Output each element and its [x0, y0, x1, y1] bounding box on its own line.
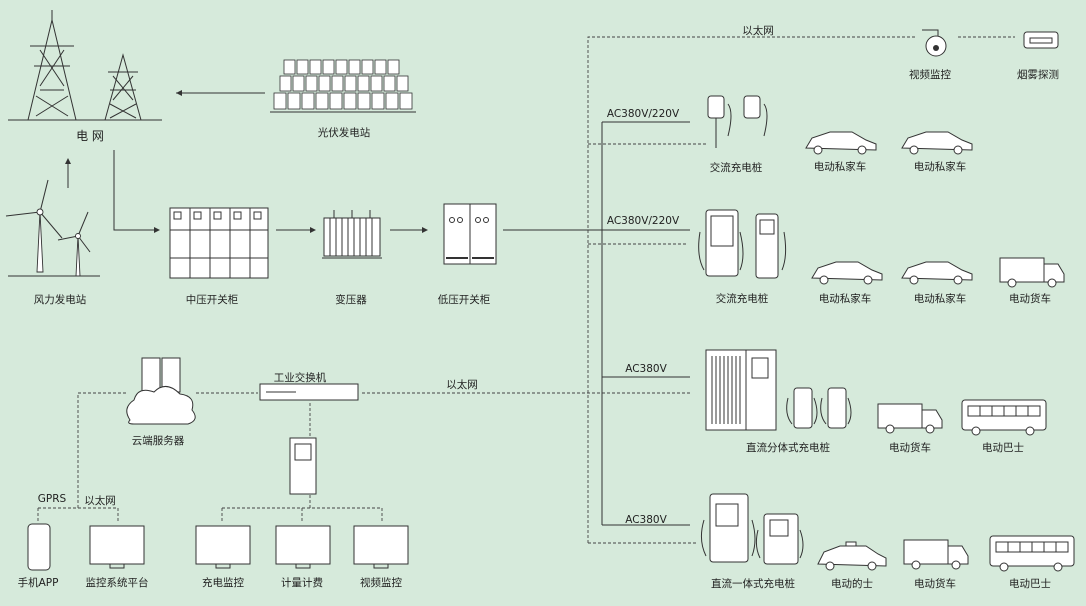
ev-truck-3-label: 电动货车 — [914, 578, 956, 590]
dc-split-pile-icon — [705, 349, 852, 431]
power-flow-lines — [65, 90, 690, 526]
charge-monitor-label: 充电监控 — [202, 577, 244, 589]
ev-truck-1-label: 电动货车 — [1009, 293, 1051, 305]
ev-bus-1-label: 电动巴士 — [982, 442, 1024, 454]
metering-billing-label: 计量计费 — [281, 577, 323, 589]
solar-panels-icon — [270, 59, 416, 113]
grid-label: 电 网 — [76, 129, 104, 143]
lv-switchgear-label: 低压开关柜 — [437, 294, 491, 306]
ac-voltage-1-label: AC380V/220V — [606, 108, 680, 120]
ac-pile-1-icon — [707, 95, 768, 148]
ev-bus-2-label: 电动巴士 — [1009, 578, 1051, 590]
pv-station-label: 光伏发电站 — [317, 127, 371, 139]
ev-car-3-label: 电动私家车 — [818, 293, 872, 305]
cloud-server-label: 云端服务器 — [131, 435, 185, 447]
ac-pile-1-label: 交流充电桩 — [709, 162, 763, 174]
ev-car-4-label: 电动私家车 — [913, 293, 967, 305]
phone-app-label: 手机APP — [17, 577, 59, 589]
mv-switchgear-label: 中压开关柜 — [185, 294, 239, 306]
video-monitor-screen-label: 视频监控 — [360, 577, 402, 589]
transformer-label: 变压器 — [335, 294, 367, 306]
camera-icon — [922, 29, 947, 57]
gprs-label: GPRS — [37, 493, 67, 505]
ac-pile-2-label: 交流充电桩 — [715, 293, 769, 305]
ac-voltage-4-label: AC380V — [625, 514, 667, 526]
ac-voltage-3-label: AC380V — [625, 363, 667, 375]
dc-integrated-pile-icon — [700, 493, 804, 565]
meter-device-icon — [289, 437, 317, 495]
ev-taxi-label: 电动的士 — [831, 578, 873, 590]
transformer-icon — [322, 210, 382, 259]
industrial-switch-icon — [259, 383, 359, 401]
ev-car-2-label: 电动私家车 — [913, 161, 967, 173]
lv-switchgear-icon — [443, 203, 497, 265]
grid-towers-icon — [8, 10, 162, 121]
monitor-screens-icons — [89, 525, 409, 569]
mv-switchgear-icon — [169, 207, 269, 279]
ac-voltage-2-label: AC380V/220V — [606, 215, 680, 227]
ethernet-mid-label: 以太网 — [446, 379, 478, 391]
monitor-platform-label: 监控系统平台 — [85, 577, 149, 589]
ev-truck-2-label: 电动货车 — [889, 442, 931, 454]
dc-split-pile-label: 直流分体式充电桩 — [746, 442, 830, 454]
smoke-detect-label: 烟雾探测 — [1017, 69, 1059, 81]
ethernet-top-label: 以太网 — [742, 25, 774, 37]
phone-icon — [27, 523, 51, 571]
ev-car-1-label: 电动私家车 — [813, 161, 867, 173]
ethernet-bottom-label: 以太网 — [84, 495, 116, 507]
smoke-detector-icon — [1023, 31, 1059, 49]
industrial-switch-label: 工业交换机 — [273, 372, 327, 384]
camera-label: 视频监控 — [909, 69, 951, 81]
cloud-server-icon — [126, 357, 196, 425]
vehicles-icons — [805, 131, 1075, 572]
wind-station-label: 风力发电站 — [33, 294, 87, 306]
wind-turbines-icon — [5, 179, 100, 277]
dc-integrated-pile-label: 直流一体式充电桩 — [711, 578, 795, 590]
ethernet-dashed-lines — [37, 36, 1015, 544]
ac-pile-2-icon — [698, 209, 787, 279]
